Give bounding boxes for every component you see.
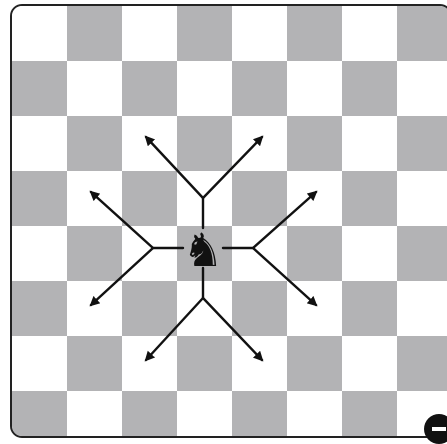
board-square[interactable]	[397, 61, 447, 116]
board-square[interactable]	[287, 391, 342, 438]
board-square[interactable]	[397, 281, 447, 336]
board-square[interactable]	[12, 116, 67, 171]
board-square[interactable]	[67, 6, 122, 61]
board-square[interactable]	[12, 226, 67, 281]
board-square[interactable]	[232, 171, 287, 226]
board-square[interactable]	[397, 171, 447, 226]
board-square[interactable]	[177, 116, 232, 171]
board-square[interactable]	[122, 281, 177, 336]
board-square[interactable]	[67, 61, 122, 116]
board-square[interactable]	[12, 171, 67, 226]
board-square[interactable]	[122, 6, 177, 61]
board-square[interactable]	[397, 6, 447, 61]
board-square[interactable]	[67, 281, 122, 336]
board-square[interactable]	[287, 116, 342, 171]
board-square[interactable]	[232, 281, 287, 336]
board-square[interactable]	[177, 391, 232, 438]
board-square[interactable]	[67, 171, 122, 226]
board-square[interactable]	[232, 61, 287, 116]
board-square[interactable]	[232, 226, 287, 281]
board-square[interactable]	[342, 281, 397, 336]
board-square[interactable]	[232, 6, 287, 61]
board-square[interactable]	[177, 281, 232, 336]
board-square[interactable]	[342, 61, 397, 116]
board-square[interactable]	[122, 336, 177, 391]
board-square[interactable]	[122, 391, 177, 438]
board-square[interactable]	[12, 336, 67, 391]
board-square[interactable]	[342, 226, 397, 281]
board-square[interactable]	[287, 171, 342, 226]
board-square[interactable]	[122, 226, 177, 281]
board-square[interactable]	[342, 6, 397, 61]
chessboard-frame	[10, 4, 447, 438]
board-square[interactable]	[397, 226, 447, 281]
board-square[interactable]	[397, 116, 447, 171]
board-square[interactable]	[177, 61, 232, 116]
board-square[interactable]	[177, 6, 232, 61]
board-square[interactable]	[232, 391, 287, 438]
board-square[interactable]	[287, 226, 342, 281]
board-square[interactable]	[67, 226, 122, 281]
board-square[interactable]	[67, 116, 122, 171]
board-square[interactable]	[122, 171, 177, 226]
board-square[interactable]	[287, 336, 342, 391]
board-square[interactable]	[342, 336, 397, 391]
chessboard	[12, 6, 447, 438]
board-square[interactable]	[397, 336, 447, 391]
board-square[interactable]	[122, 116, 177, 171]
board-square[interactable]	[12, 61, 67, 116]
board-square[interactable]	[287, 281, 342, 336]
board-square[interactable]	[12, 281, 67, 336]
board-square[interactable]	[287, 61, 342, 116]
board-square[interactable]	[122, 61, 177, 116]
board-square[interactable]	[177, 336, 232, 391]
board-square[interactable]	[12, 6, 67, 61]
board-square[interactable]	[287, 6, 342, 61]
board-square[interactable]	[342, 391, 397, 438]
board-square[interactable]	[342, 116, 397, 171]
board-square[interactable]	[12, 391, 67, 438]
board-square[interactable]	[232, 336, 287, 391]
board-square[interactable]	[177, 171, 232, 226]
board-square[interactable]	[67, 391, 122, 438]
board-square[interactable]	[232, 116, 287, 171]
board-square[interactable]	[342, 171, 397, 226]
board-square[interactable]	[67, 336, 122, 391]
board-square[interactable]	[177, 226, 232, 281]
